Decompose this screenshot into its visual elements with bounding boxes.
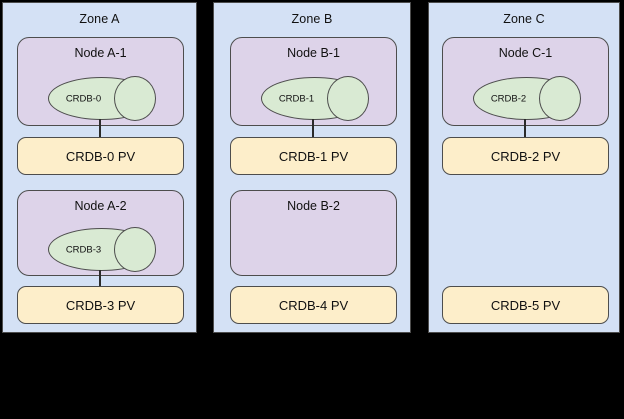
- zone-title-a: Zone A: [79, 12, 120, 26]
- cylinder-cap-icon: [114, 227, 156, 272]
- volume-box-crdb-3-pv[interactable]: CRDB-3 PV: [17, 286, 184, 324]
- node-label-c-1: Node C-1: [498, 46, 553, 60]
- volume-label-crdb-3-pv: CRDB-3 PV: [65, 297, 136, 313]
- node-label-a-2: Node A-2: [74, 199, 127, 213]
- cylinder-cap-icon: [114, 76, 156, 121]
- zone-title-b: Zone B: [291, 12, 333, 26]
- connector-node-a-1-to-crdb-0-pv: [99, 119, 101, 139]
- database-label-crdb-0: CRDB-0: [65, 93, 102, 104]
- zone-container-c: Zone C Node C-1 CRDB-2 CRDB-2 PV CRDB-5 …: [428, 2, 620, 333]
- node-label-b-2: Node B-2: [287, 199, 340, 213]
- volume-label-crdb-0-pv: CRDB-0 PV: [65, 148, 136, 164]
- database-cylinder-crdb-2[interactable]: CRDB-2: [473, 76, 581, 121]
- connector-node-a-2-to-crdb-3-pv: [99, 270, 101, 288]
- node-box-a-1[interactable]: Node A-1 CRDB-0: [17, 37, 184, 126]
- node-box-b-1[interactable]: Node B-1 CRDB-1: [230, 37, 397, 126]
- cylinder-cap-icon: [539, 76, 581, 121]
- volume-box-crdb-5-pv[interactable]: CRDB-5 PV: [442, 286, 609, 324]
- node-label-b-1: Node B-1: [287, 46, 340, 60]
- connector-node-b-1-to-crdb-1-pv: [312, 119, 314, 139]
- database-cylinder-crdb-1[interactable]: CRDB-1: [261, 76, 369, 121]
- database-label-crdb-2: CRDB-2: [490, 93, 527, 104]
- volume-box-crdb-2-pv[interactable]: CRDB-2 PV: [442, 137, 609, 175]
- database-label-crdb-3: CRDB-3: [65, 244, 102, 255]
- connector-node-c-1-to-crdb-2-pv: [524, 119, 526, 139]
- volume-box-crdb-0-pv[interactable]: CRDB-0 PV: [17, 137, 184, 175]
- volume-box-crdb-1-pv[interactable]: CRDB-1 PV: [230, 137, 397, 175]
- database-label-crdb-1: CRDB-1: [278, 93, 315, 104]
- volume-label-crdb-5-pv: CRDB-5 PV: [490, 297, 561, 313]
- zone-container-a: Zone A Node A-1 CRDB-0 CRDB-0 PV Node A-…: [2, 2, 197, 333]
- zone-title-c: Zone C: [503, 12, 545, 26]
- node-box-a-2[interactable]: Node A-2 CRDB-3: [17, 190, 184, 276]
- volume-label-crdb-4-pv: CRDB-4 PV: [278, 297, 349, 313]
- node-box-c-1[interactable]: Node C-1 CRDB-2: [442, 37, 609, 126]
- node-box-b-2[interactable]: Node B-2: [230, 190, 397, 276]
- zone-container-b: Zone B Node B-1 CRDB-1 CRDB-1 PV Node B-…: [213, 2, 411, 333]
- cylinder-cap-icon: [327, 76, 369, 121]
- volume-box-crdb-4-pv[interactable]: CRDB-4 PV: [230, 286, 397, 324]
- node-label-a-1: Node A-1: [74, 46, 127, 60]
- volume-label-crdb-2-pv: CRDB-2 PV: [490, 148, 561, 164]
- volume-label-crdb-1-pv: CRDB-1 PV: [278, 148, 349, 164]
- database-cylinder-crdb-0[interactable]: CRDB-0: [48, 76, 156, 121]
- database-cylinder-crdb-3[interactable]: CRDB-3: [48, 227, 156, 272]
